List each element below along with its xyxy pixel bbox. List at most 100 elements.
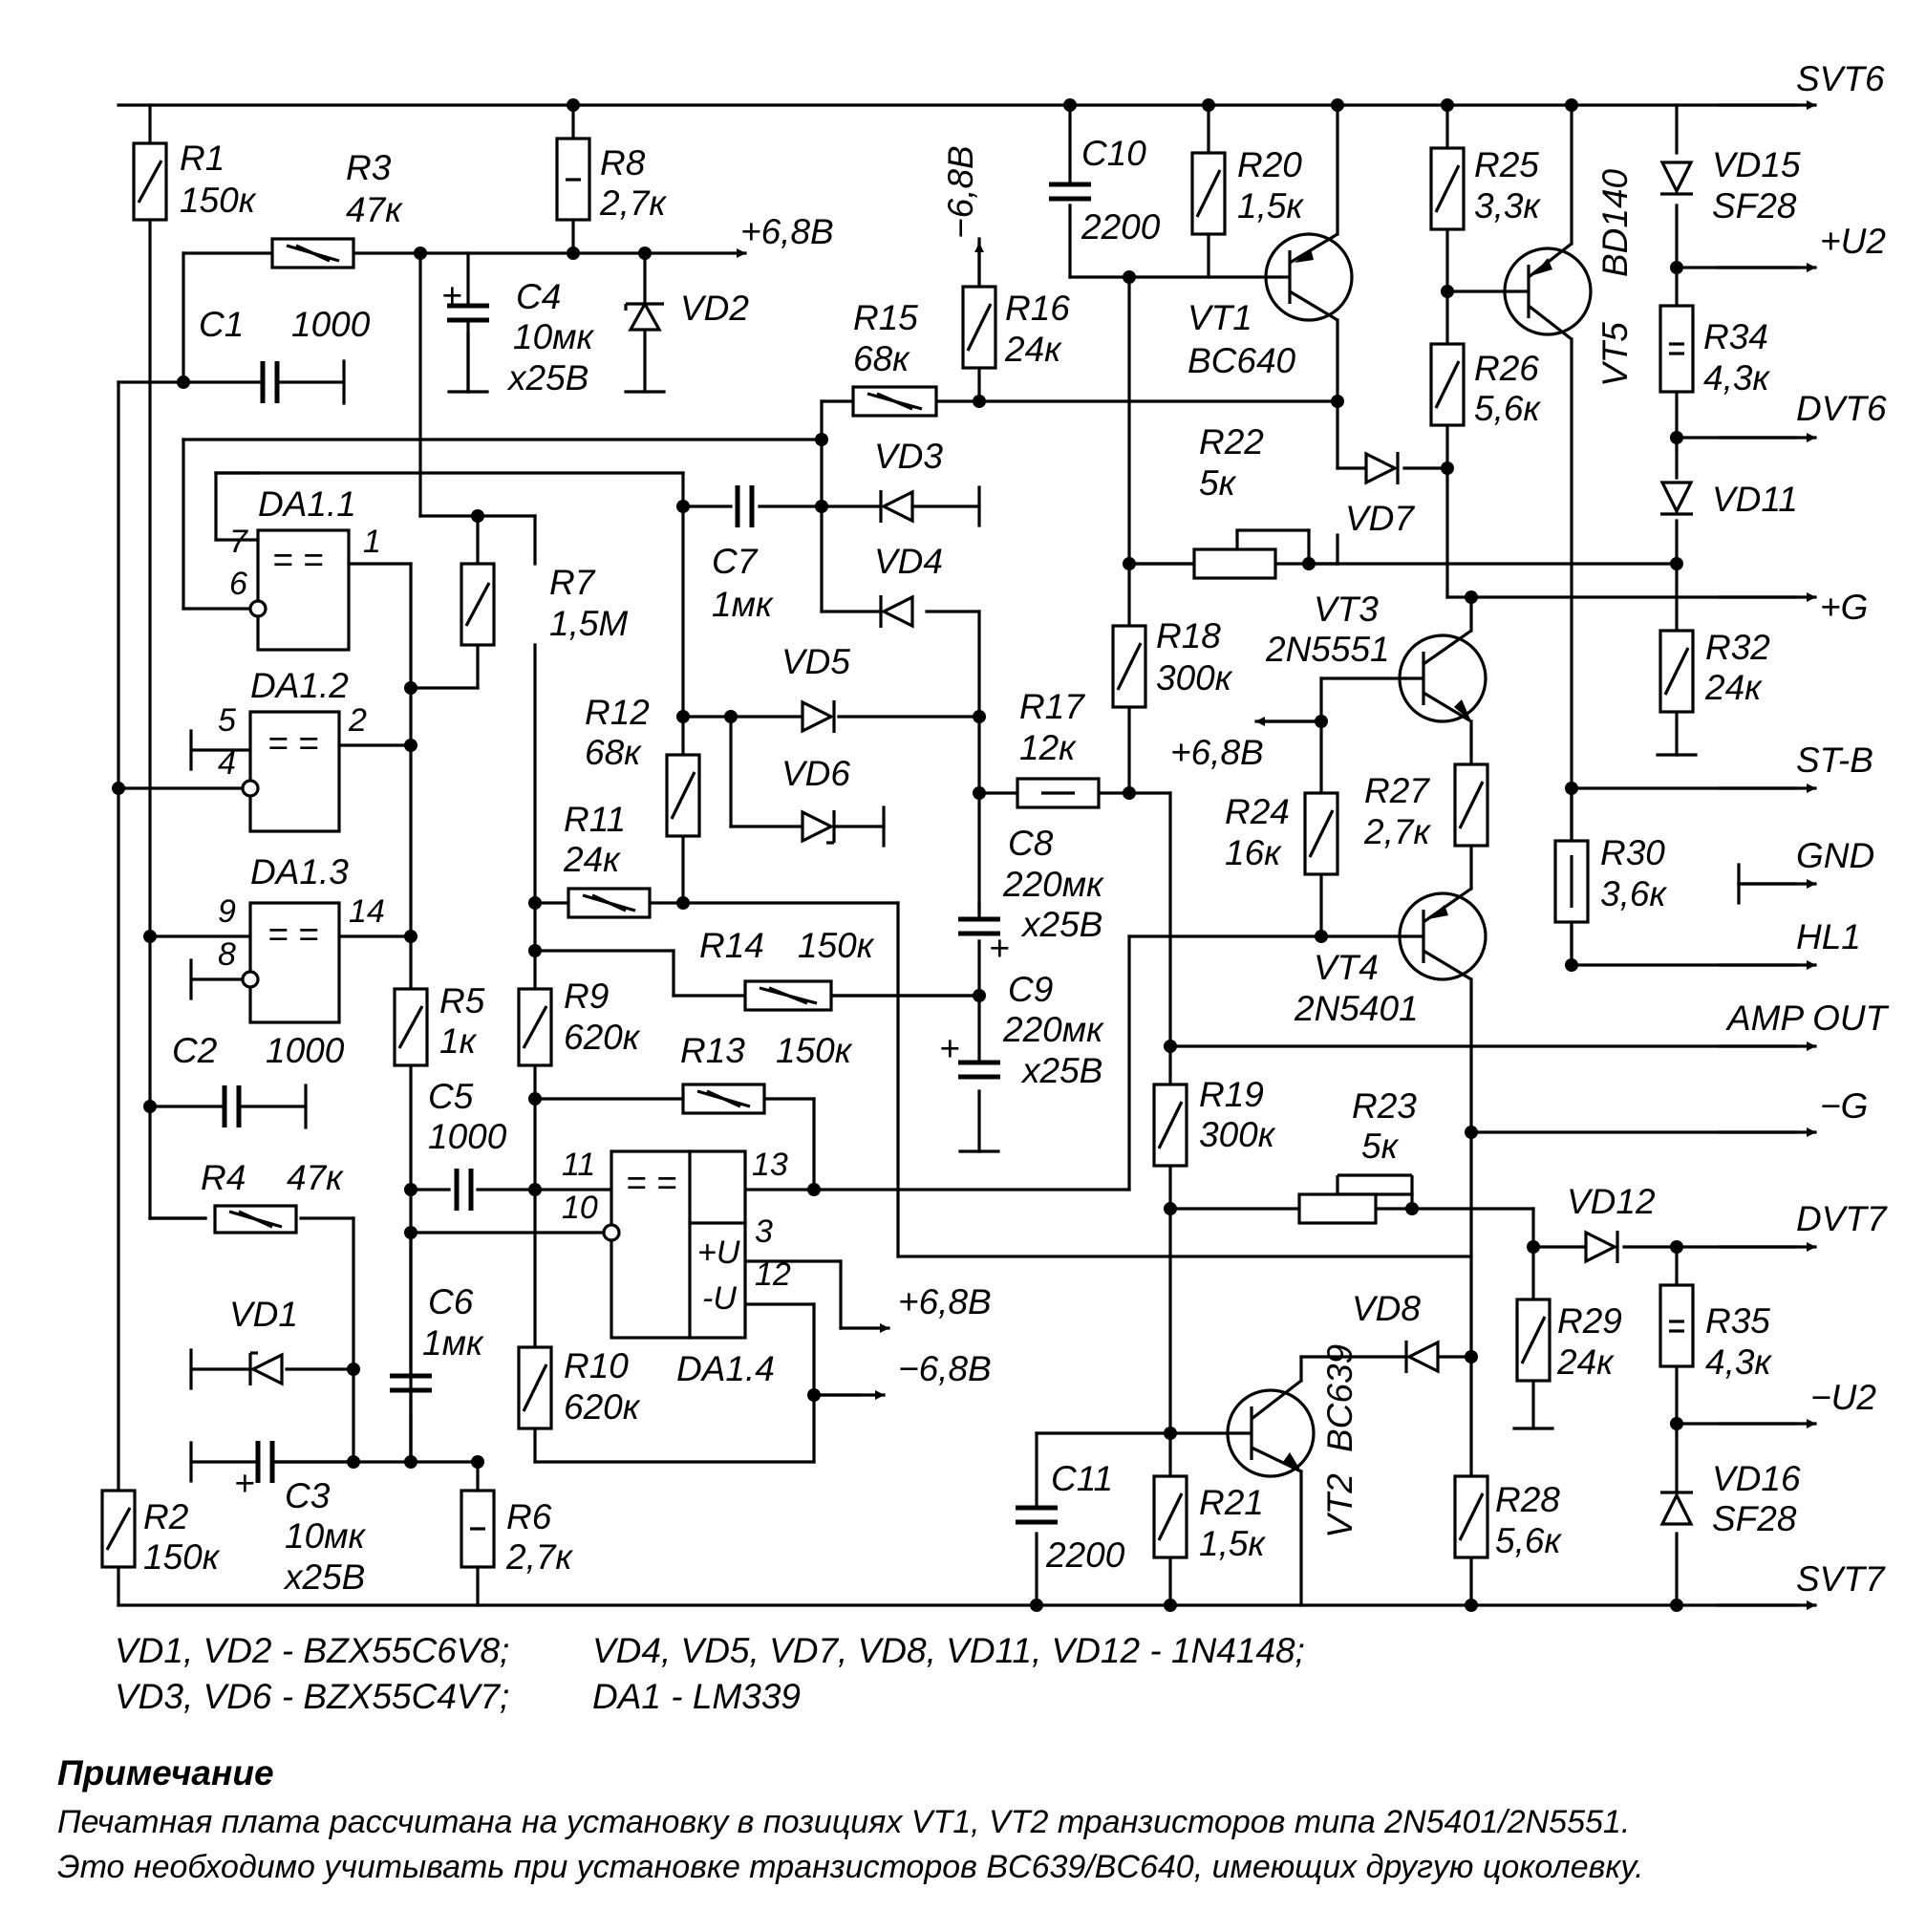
resistor-R35 <box>1658 1283 1695 1368</box>
resistor-R25 <box>1429 146 1466 231</box>
label-C2-value: 1000 <box>266 1031 345 1070</box>
capacitors <box>189 182 1091 1525</box>
label-R30-value: 3,6к <box>1600 874 1667 913</box>
label-R16-value: 24к <box>1004 330 1062 369</box>
capacitor-C5 <box>454 1169 474 1211</box>
label-R1-ref: R1 <box>180 139 225 178</box>
comparator-DA1-3 <box>248 901 341 1024</box>
resistor-R12 <box>665 753 701 838</box>
parts-line1b: VD4, VD5, VD7, VD8, VD11, VD12 - 1N4148; <box>592 1631 1305 1670</box>
label-R27-value: 2,7к <box>1363 812 1431 851</box>
out-GND: GND <box>1796 836 1874 875</box>
resistor-R11 <box>567 887 652 919</box>
label-C9-ref: C9 <box>1008 970 1053 1009</box>
capacitor-C7 <box>735 485 755 527</box>
label-p68-mid: +6,8В <box>1170 733 1264 772</box>
diode-VD16 <box>1659 1491 1694 1526</box>
diode-VD12 <box>1584 1230 1619 1264</box>
parts-line2b: DA1 - LM339 <box>592 1677 801 1716</box>
label-R15-ref: R15 <box>853 298 918 337</box>
label-R19-ref: R19 <box>1199 1075 1264 1114</box>
resistor-R24 <box>1303 791 1339 876</box>
label-C1-value: 1000 <box>291 305 371 344</box>
capacitor-C8 <box>958 901 1000 936</box>
label-R4-ref: R4 <box>201 1158 246 1197</box>
svg-text:14: 14 <box>349 893 385 930</box>
capacitor-C3 <box>189 1441 355 1483</box>
pin-labels: DA1.1 7 6 1 = = DA1.2 5 4 2 = = DA1.3 9 … <box>218 484 791 1317</box>
resistor-R17 <box>1016 777 1101 809</box>
label-C10-value: 2200 <box>1081 207 1161 247</box>
label-R3-ref: R3 <box>346 148 392 187</box>
label-C8-value: 220мк <box>1002 865 1104 904</box>
label-R27-ref: R27 <box>1364 771 1430 810</box>
label-R10-value: 620к <box>564 1387 641 1427</box>
resistor-R26 <box>1429 342 1466 427</box>
comparator-DA1-1 <box>256 528 351 652</box>
note-line2: Это необходимо учитывать при установке т… <box>57 1849 1644 1885</box>
label-VT4-value: 2N5401 <box>1294 989 1419 1028</box>
label-C3-value: 10мк <box>285 1516 367 1556</box>
label-C6-ref: C6 <box>428 1282 474 1321</box>
resistor-R20 <box>1190 151 1227 236</box>
label-VT1-ref: VT1 <box>1188 298 1252 337</box>
svg-text:12: 12 <box>755 1256 791 1293</box>
resistor-R5 <box>393 987 429 1067</box>
label-VD11: VD11 <box>1712 480 1798 519</box>
label-m68-top: −6,8В <box>941 145 980 239</box>
svg-text:13: 13 <box>752 1147 788 1183</box>
resistor-R1 <box>132 141 168 222</box>
label-C9-value: 220мк <box>1002 1010 1104 1049</box>
label-C8-value2: x25В <box>1020 905 1102 944</box>
resistor-R29 <box>1515 1298 1552 1383</box>
label-VT5-ref: VT5 <box>1595 322 1635 387</box>
diode-VD3 <box>879 485 981 527</box>
wires <box>117 103 1798 1607</box>
label-R19-value: 300к <box>1199 1115 1276 1154</box>
label-R28-ref: R28 <box>1495 1480 1560 1519</box>
label-R13-ref: R13 <box>680 1031 745 1070</box>
resistor-R9 <box>517 987 553 1067</box>
out-U2m: −U2 <box>1810 1378 1876 1417</box>
capacitor-C10 <box>1049 182 1091 202</box>
label-C7-value: 1мк <box>712 585 774 624</box>
svg-text:-U: -U <box>702 1280 737 1317</box>
parts-list: VD1, VD2 - BZX55C6V8; VD4, VD5, VD7, VD8… <box>115 1631 1305 1716</box>
label-C7-ref: C7 <box>712 542 759 581</box>
label-R29-ref: R29 <box>1557 1301 1622 1341</box>
label-VT5-value: BD140 <box>1595 168 1635 277</box>
svg-text:2: 2 <box>348 702 367 739</box>
capacitor-C2 <box>222 1084 308 1129</box>
output-labels: SVT6 +U2 DVT6 +G ST-B GND HL1 AMP OUT −G… <box>1725 59 1890 1599</box>
label-VD2: VD2 <box>680 289 749 328</box>
label-R21-ref: R21 <box>1199 1483 1264 1522</box>
label-C4-ref: C4 <box>516 277 561 316</box>
transistor-VT2 <box>1226 1379 1316 1478</box>
label-VD16-value: SF28 <box>1712 1499 1797 1538</box>
svg-text:11: 11 <box>562 1147 595 1183</box>
svg-text:3: 3 <box>755 1213 773 1250</box>
label-R8-value: 2,7к <box>599 183 667 223</box>
label-VT3-value: 2N5551 <box>1265 630 1390 669</box>
out-ST-B: ST-B <box>1796 741 1873 780</box>
out-AMP: AMP OUT <box>1725 998 1890 1038</box>
label-VD5: VD5 <box>781 642 850 681</box>
label-R9-value: 620к <box>564 1018 641 1057</box>
label-R7-ref: R7 <box>549 563 596 602</box>
resistor-R19 <box>1152 1083 1188 1168</box>
resistor-R4 <box>213 1204 298 1234</box>
label-R25-ref: R25 <box>1474 145 1539 184</box>
svg-text:+: + <box>989 929 1010 968</box>
diode-VD8 <box>1404 1340 1440 1374</box>
diode-VD7 <box>1364 451 1400 485</box>
label-R6-value: 2,7к <box>505 1537 573 1577</box>
label-R9-ref: R9 <box>564 977 609 1016</box>
label-VD3: VD3 <box>874 437 943 476</box>
label-R2-ref: R2 <box>143 1497 189 1536</box>
out-DVT7: DVT7 <box>1796 1199 1888 1238</box>
label-R22-value: 5к <box>1199 463 1237 503</box>
svg-text:10: 10 <box>562 1190 598 1226</box>
out-Gp: +G <box>1820 588 1868 627</box>
label-R20-ref: R20 <box>1237 145 1302 184</box>
